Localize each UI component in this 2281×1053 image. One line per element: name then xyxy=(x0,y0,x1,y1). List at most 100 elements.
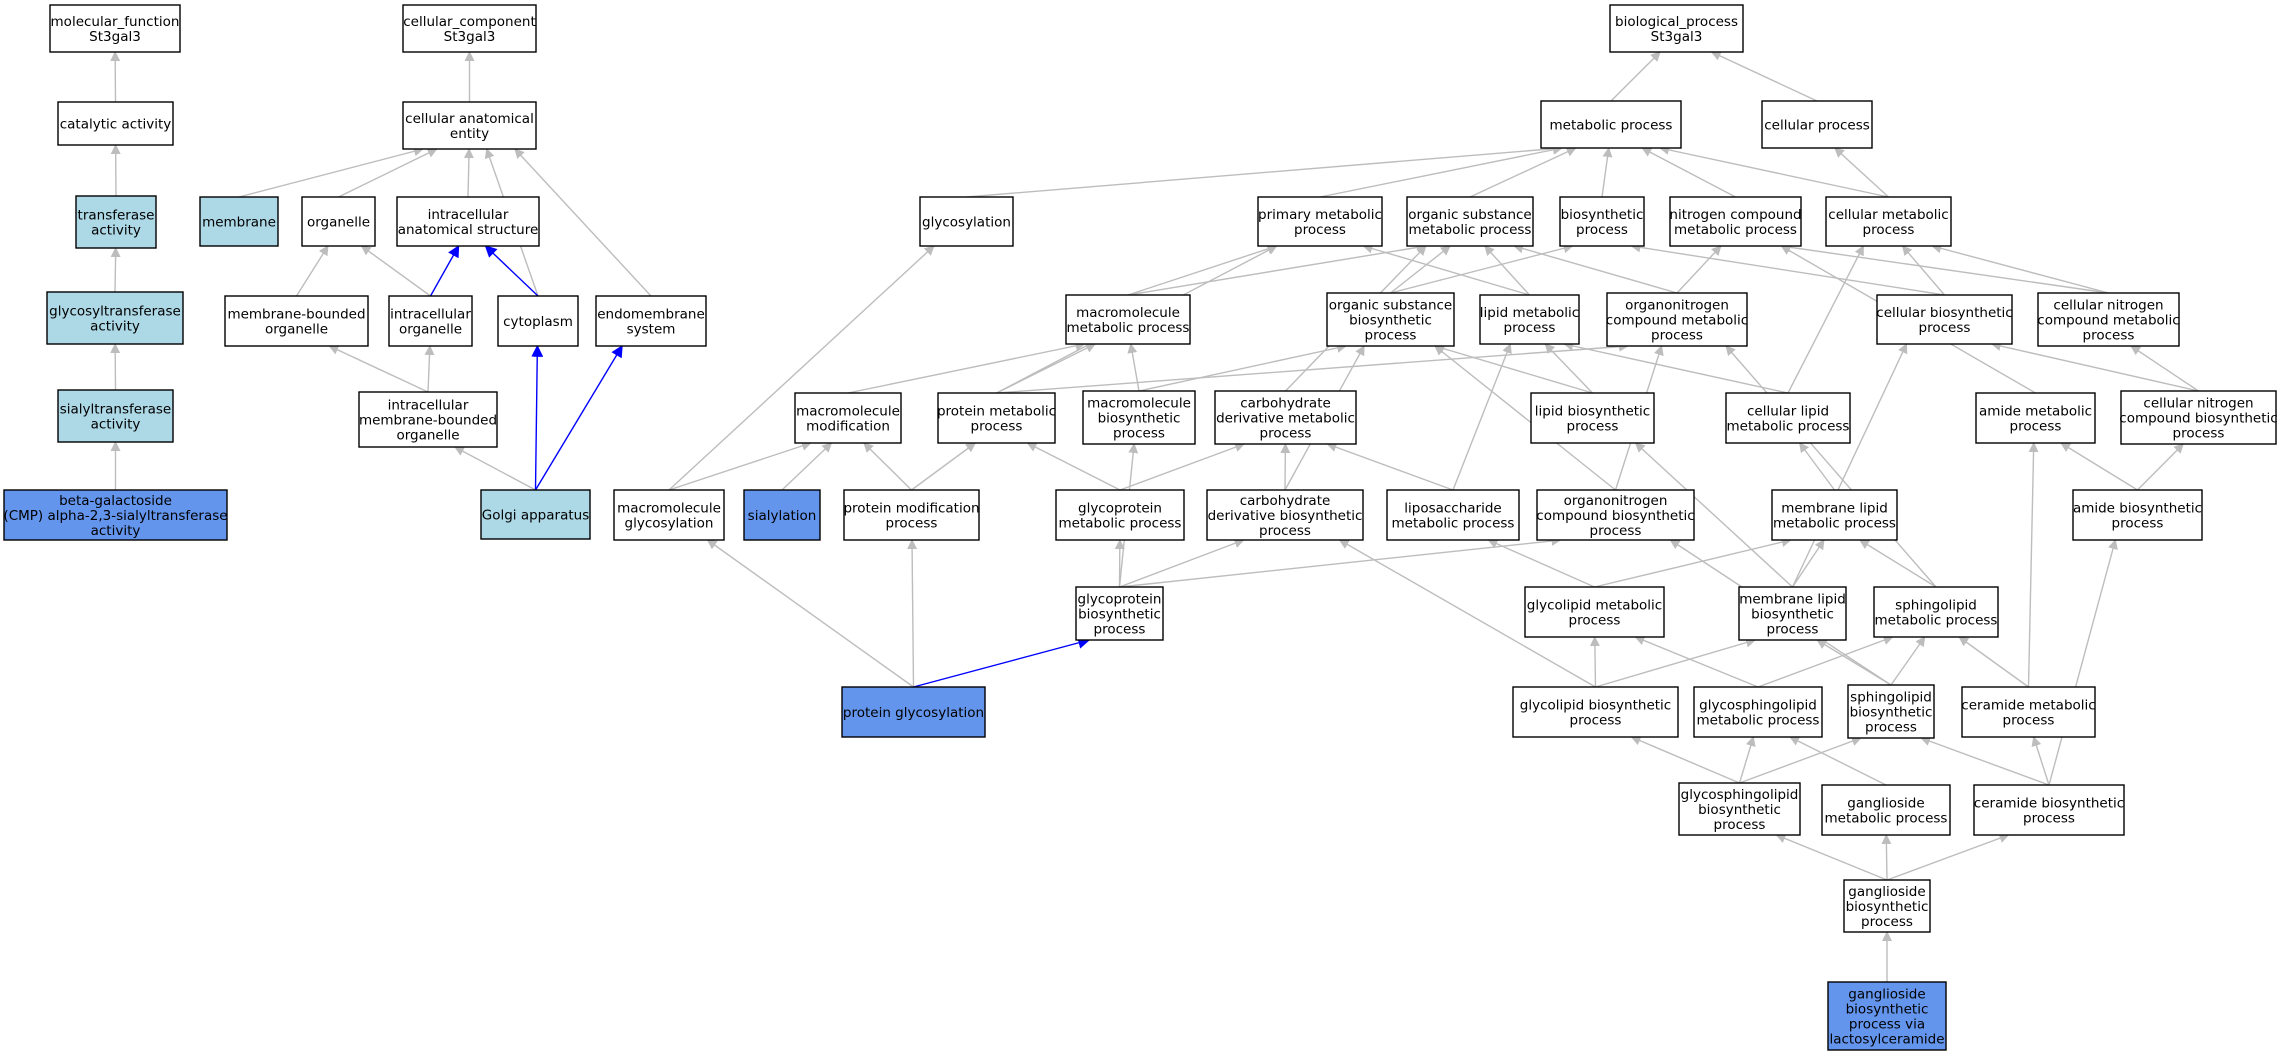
node-label-line: membrane-bounded xyxy=(359,413,497,429)
go-term-node-metabolic[interactable]: metabolic process xyxy=(1540,100,1682,149)
node-box xyxy=(1827,981,1947,1051)
node-label-line: membrane xyxy=(202,215,276,231)
node-label-line: cellular biosynthetic xyxy=(1876,305,2012,321)
go-term-node-golgi[interactable]: Golgi apparatus xyxy=(480,489,591,540)
node-label-line: process xyxy=(1294,222,1346,238)
node-box xyxy=(1771,489,1898,541)
node-label-line: process xyxy=(1113,426,1165,442)
node-box xyxy=(1847,684,1935,739)
go-term-node-cytoplasm[interactable]: cytoplasm xyxy=(497,295,579,347)
node-box xyxy=(388,295,473,347)
node-box xyxy=(1082,390,1196,445)
go-term-node-cellular-proc[interactable]: cellular process xyxy=(1761,100,1873,149)
node-label-line: metabolic process xyxy=(1067,320,1190,336)
node-label-line: activity xyxy=(91,523,141,539)
go-term-node-catalytic[interactable]: catalytic activity xyxy=(57,101,174,146)
edge-cell_nitro_met-to-cell_met xyxy=(1931,243,2109,294)
go-term-node-membrane[interactable]: membrane xyxy=(199,196,279,247)
go-term-node-beta-gal[interactable]: beta-galactoside(CMP) alpha-2,3-sialyltr… xyxy=(3,489,228,541)
go-term-node-sialylation[interactable]: sialylation xyxy=(743,489,821,541)
edge-lipid_met-to-primary_met xyxy=(1362,243,1530,296)
node-label-line: derivative metabolic xyxy=(1216,411,1355,427)
node-label-line: process xyxy=(2083,328,2135,344)
node-label-line: lactosylceramide xyxy=(1829,1032,1944,1048)
node-label-line: process xyxy=(1919,320,1971,336)
edge-intracell_mbo-to-intracell_org xyxy=(424,345,435,393)
edge-amide_bio-to-amide_met xyxy=(2060,442,2138,491)
edge-glycoprot_met-to-carb_deriv_met xyxy=(1119,442,1246,491)
go-term-node-protein-glyco[interactable]: protein glycosylation xyxy=(841,686,986,738)
node-box xyxy=(1876,294,2013,345)
edge-ceramide_met-to-sphingolipid_met xyxy=(1958,636,2029,688)
node-box xyxy=(224,295,369,347)
node-box xyxy=(1609,4,1744,53)
edge-intracell_org-to-organelle xyxy=(360,245,431,297)
node-label-line: biosynthetic xyxy=(1846,899,1929,915)
node-label-line: macromolecule xyxy=(1087,396,1191,412)
node-label-line: cellular_component xyxy=(403,14,535,30)
go-term-node-organelle[interactable]: organelle xyxy=(301,196,376,247)
node-box xyxy=(919,196,1014,247)
edge-nitrogen_met-to-metabolic xyxy=(1641,147,1736,198)
edge-sphingolipid_met-to-mem_lipid_met xyxy=(1859,539,1937,588)
node-label-line: organic substance xyxy=(1408,207,1531,223)
node-label-line: organonitrogen xyxy=(1564,493,1668,509)
edge-mem_lipid_bio-to-lipid_bio xyxy=(1634,442,1793,588)
node-label-line: cellular metabolic xyxy=(1828,207,1948,223)
go-term-node-glycosylation[interactable]: glycosylation xyxy=(919,196,1014,247)
node-label-line: biosynthetic xyxy=(1561,207,1644,223)
